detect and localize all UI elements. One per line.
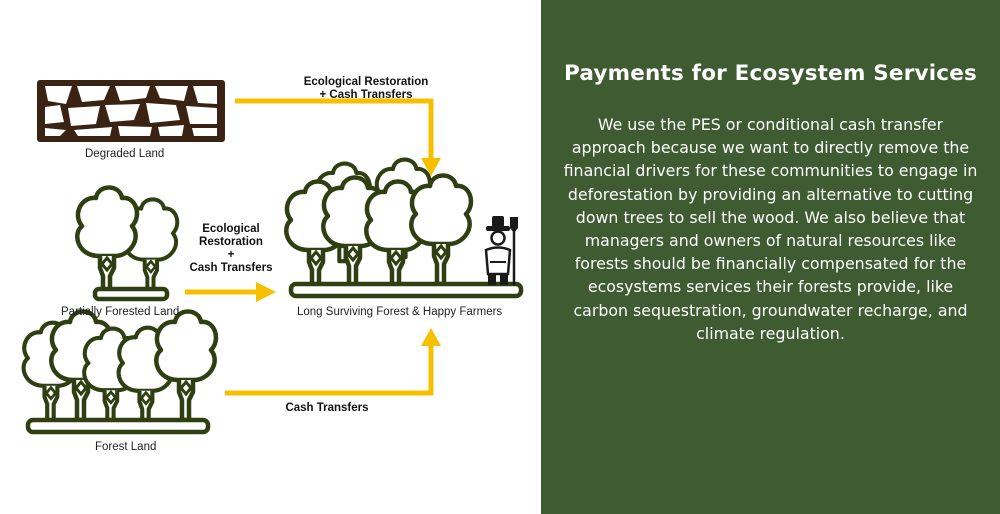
arrow-middle-label-line4: Cash Transfers — [189, 262, 273, 274]
pes-diagram: Degraded Land Partially Forested Land Fo… — [0, 76, 524, 453]
panel-title: Payments for Ecosystem Services — [563, 61, 978, 86]
arrow-top-label: Ecological Restoration + Cash Transfers — [296, 76, 436, 102]
arrow-middle-label-line2: Restoration — [199, 236, 263, 248]
degraded-land-icon — [37, 80, 225, 142]
degraded-land-label: Degraded Land — [85, 148, 165, 160]
long-surviving-forest-label: Long Surviving Forest & Happy Farmers — [297, 306, 503, 318]
pes-info-panel: Payments for Ecosystem Services We use t… — [541, 0, 1000, 514]
long-surviving-forest-icon — [286, 160, 524, 299]
diagram-graphics — [0, 80, 524, 435]
farmer-icon — [484, 216, 518, 285]
arrow-middle-label-line1: Ecological — [202, 223, 260, 235]
forest-land-icon — [24, 312, 216, 435]
arrow-top — [235, 98, 441, 176]
partially-forested-land-icon — [77, 188, 180, 302]
arrow-middle-label-line3: + — [227, 249, 235, 261]
forest-land-label: Forest Land — [95, 441, 157, 453]
arrow-top-label-line1: Ecological Restoration — [303, 76, 429, 88]
arrow-bottom — [225, 328, 441, 396]
partially-forested-land-label: Partially Forested Land — [61, 306, 180, 318]
arrow-middle — [185, 282, 276, 302]
arrow-middle-label: Ecological Restoration + Cash Transfers — [183, 223, 279, 275]
arrow-bottom-label: Cash Transfers — [285, 402, 369, 414]
panel-body: We use the PES or conditional cash trans… — [563, 115, 978, 343]
arrow-top-label-line2: + Cash Transfers — [319, 89, 413, 101]
